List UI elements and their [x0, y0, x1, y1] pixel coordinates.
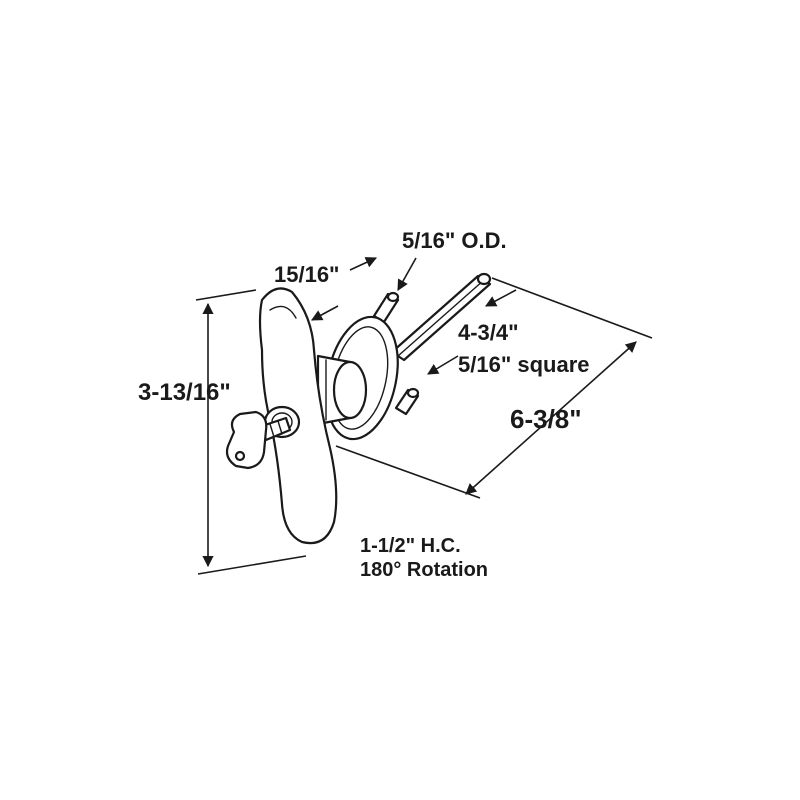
length-dimension-line — [465, 341, 637, 495]
hole-center-note: 1-1/2" H.C. — [360, 535, 461, 557]
lock-product-illustration — [225, 272, 492, 545]
handle-width-label: 15/16" — [274, 262, 339, 287]
shaft-length-label: 4-3/4" — [458, 320, 519, 345]
dimension-lines — [195, 257, 653, 575]
square-shaft — [390, 272, 492, 362]
key — [225, 410, 292, 470]
shaft-square-label: 5/16" square — [458, 352, 590, 377]
lock-cylinder — [316, 354, 368, 426]
height-label: 3-13/16" — [138, 379, 231, 406]
overall-length-label: 6-3/8" — [510, 404, 582, 434]
pin-diameter-label: 5/16" O.D. — [402, 228, 507, 253]
rotation-note: 180° Rotation — [360, 559, 488, 581]
lower-mounting-pin — [394, 387, 420, 416]
